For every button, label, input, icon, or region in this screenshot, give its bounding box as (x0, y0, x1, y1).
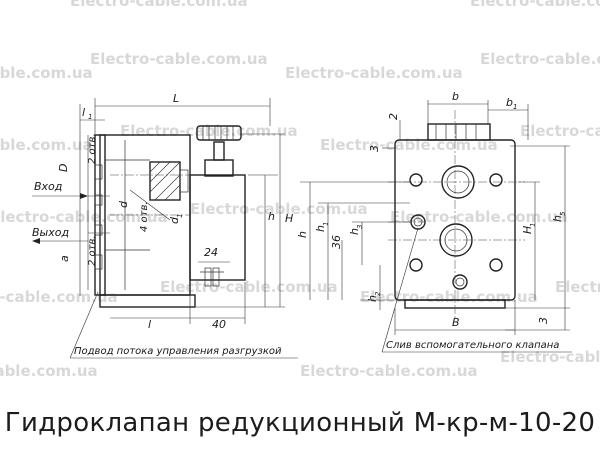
watermark: Electro-cable.com.ua (480, 50, 600, 68)
dimension-l1-label: l (82, 106, 85, 119)
dimension-h5-label: h (551, 215, 564, 222)
holes-bottom-label: 2 отв. (87, 235, 98, 266)
corner-bolts (409, 173, 503, 272)
handwheel-knurl (202, 126, 234, 140)
dimension-d1-label: d (168, 216, 181, 224)
dimension-h-label: h (268, 210, 275, 223)
dimension-24-label: 24 (204, 246, 218, 259)
adjuster-stem (213, 141, 225, 161)
watermark: Electro-cable.com.ua (0, 136, 93, 154)
control-flow-note: Подвод потока управления разгрузкой (74, 346, 282, 357)
dimension-h1-label: h (314, 225, 327, 232)
watermark: Electro-cable.com.ua (0, 208, 168, 226)
dimension-h-label: h (296, 231, 309, 238)
holes-mid-label: 4 отв. (139, 201, 150, 232)
drain-leader (381, 227, 572, 353)
dimension-H1-subscript: 1 (529, 223, 537, 227)
adjuster-sleeve (204, 159, 234, 177)
dimension-h3-subscript: 3 (356, 225, 364, 229)
outlet-arrow (32, 238, 88, 244)
watermark: Electro-cable.com.ua (470, 0, 600, 10)
dimension-H-label: H (285, 212, 293, 225)
dimensions-right (300, 100, 570, 335)
watermark: Electro-cable.com.ua (285, 64, 463, 82)
boss-plug (179, 169, 189, 193)
front-view: b b 1 2 3 h h 1 36 h 3 h 2 H 1 h 5 B 3 С… (296, 90, 572, 353)
dimension-36-label: 36 (330, 235, 343, 249)
dimension-b1-subscript: 1 (513, 103, 517, 111)
dimension-l-label: l (148, 318, 151, 331)
product-caption: Гидроклапан редукционный М-кр-м-10-20 (4, 408, 596, 438)
dimension-b1-label: b (506, 96, 513, 109)
watermark: Electro-cable.com.ua (555, 278, 600, 296)
base-plate (99, 294, 196, 308)
watermark: Electro-cable.com.ua (300, 362, 478, 380)
watermark: Electro-cable.com.ua (360, 288, 538, 306)
watermark: Electro-cable.com.ua (390, 208, 568, 226)
watermark: Electro-cable.com.ua (0, 288, 118, 306)
inlet-label: Вход (34, 180, 62, 193)
dimensions-left (79, 98, 285, 324)
dimension-h5-subscript: 5 (559, 211, 567, 216)
watermark: Electro-cable.com.ua (320, 136, 498, 154)
front-cap (427, 123, 491, 141)
cap-knurl (435, 124, 477, 140)
dimension-l1-subscript: 1 (88, 113, 92, 121)
dimension-h3-label: h (348, 228, 361, 235)
watermark: Electro-cable.com.ua (90, 50, 268, 68)
dimension-3-bottom-label: 3 (537, 317, 550, 324)
watermark: Electro-cable.com.ua (190, 200, 368, 218)
inlet-arrow (32, 193, 88, 199)
watermark: Electro-cable.com.ua (160, 278, 338, 296)
dimension-2-label: 2 (387, 113, 400, 120)
drain-note: Слив вспомогательного клапана (386, 340, 559, 351)
dimension-D-label: D (57, 164, 70, 172)
technical-drawing: Electro-cable.com.ua Electro-cable.com.u… (0, 0, 600, 380)
holes-top-label: 2 отв. (87, 133, 98, 164)
inner-lines (105, 159, 150, 251)
dimension-h2-label: h (366, 295, 379, 302)
pilot-bolts (200, 267, 224, 287)
watermark: Electro-cable.com.ua (0, 362, 98, 380)
dimension-H1-label: H (521, 226, 534, 234)
dimension-d1-subscript: 1 (176, 214, 184, 218)
dimension-h1-subscript: 1 (322, 222, 330, 226)
leader-line (69, 291, 298, 359)
dimension-a-label: a (58, 255, 71, 262)
outlet-label: Выход (32, 226, 69, 239)
handwheel (196, 125, 242, 141)
watermark: Electro-cable.com.ua (0, 64, 93, 82)
side-view: L l 1 H h l 40 24 D d 1 d a 2 отв. 2 отв… (32, 92, 298, 359)
watermark: Electro-cable.com.ua (520, 122, 600, 140)
hatching (149, 161, 181, 201)
dimension-3-label: 3 (368, 145, 381, 152)
pilot-housing (189, 174, 246, 281)
dimension-h2-subscript: 2 (374, 291, 382, 296)
watermark-layer: Electro-cable.com.ua Electro-cable.com.u… (0, 0, 600, 380)
dimension-d-label: d (117, 200, 130, 208)
face-ports (94, 164, 103, 270)
dimension-B-label: B (452, 316, 460, 329)
dimension-40-label: 40 (212, 318, 226, 331)
dimension-b-label: b (452, 90, 459, 103)
watermark: Electro-cable.com.ua (500, 348, 600, 366)
dimension-L-label: L (173, 92, 179, 105)
watermark: Electro-cable.com.ua (70, 0, 248, 10)
